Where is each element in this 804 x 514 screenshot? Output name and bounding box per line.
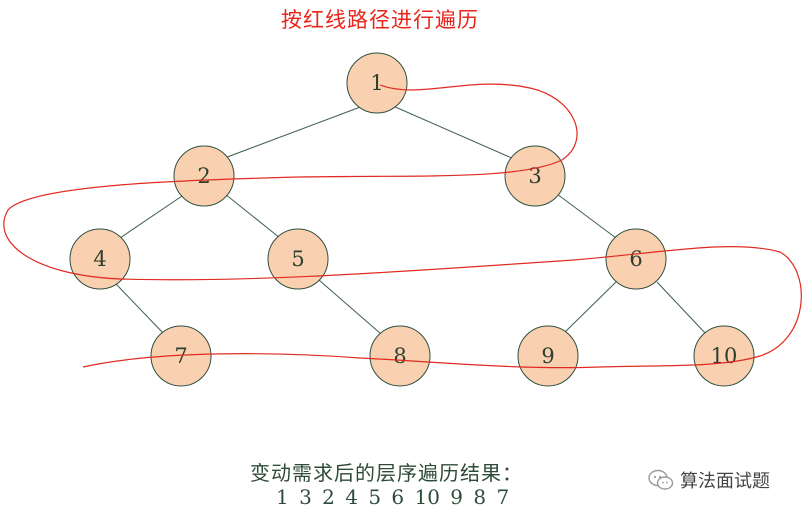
node-7 (150, 325, 212, 387)
edge-3-6 (556, 193, 617, 239)
edge-5-8 (318, 279, 382, 335)
node-label-1: 1 (370, 71, 383, 95)
edge-1-2 (221, 105, 364, 160)
node-label-4: 4 (93, 247, 106, 271)
node-label-5: 5 (291, 247, 304, 271)
traversal-caption: 变动需求后的层序遍历结果： (250, 461, 523, 485)
node-2 (173, 145, 235, 207)
diagram-title: 按红线路径进行遍历 (281, 8, 479, 32)
edge-4-7 (115, 283, 165, 335)
edge-6-10 (656, 281, 707, 335)
node-labels: 1 2 3 4 5 6 7 8 9 10 (93, 71, 737, 368)
watermark-text: 算法面试题 (680, 471, 770, 492)
tree-nodes (69, 52, 755, 387)
node-label-10: 10 (711, 344, 738, 368)
watermark: 算法面试题 (648, 467, 770, 493)
node-label-9: 9 (541, 344, 554, 368)
node-10 (693, 325, 755, 387)
node-9 (517, 325, 579, 387)
edge-2-4 (119, 193, 186, 239)
node-label-2: 2 (197, 164, 210, 188)
traversal-path (3, 83, 802, 369)
node-label-8: 8 (393, 344, 406, 368)
node-4 (69, 228, 131, 290)
node-label-7: 7 (174, 344, 187, 368)
edge-2-5 (224, 193, 281, 239)
node-5 (267, 228, 329, 290)
node-1 (346, 52, 408, 114)
edge-6-9 (562, 281, 617, 335)
tree-edges (115, 105, 707, 335)
node-label-3: 3 (528, 164, 541, 188)
node-3 (504, 145, 566, 207)
node-label-6: 6 (629, 247, 642, 271)
edge-1-3 (392, 105, 515, 160)
node-6 (605, 228, 667, 290)
traversal-result: 1 3 2 4 5 6 10 9 8 7 (276, 485, 510, 509)
node-8 (369, 325, 431, 387)
wechat-icon (648, 469, 674, 490)
